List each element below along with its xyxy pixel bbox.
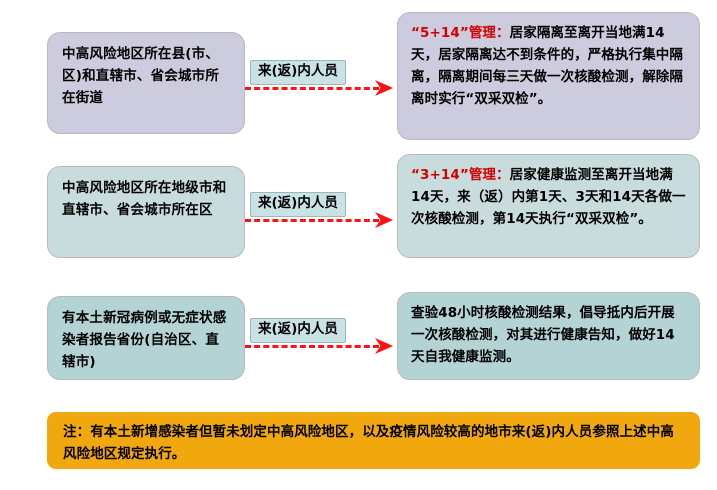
arrowhead-right-icon <box>375 80 393 96</box>
flow-row-3: 有本土新冠病例或无症状感染者报告省份(自治区、直辖市) 来(返)内人员 查验48… <box>0 292 717 382</box>
connector-label-row-2: 来(返)内人员 <box>250 192 346 217</box>
target-body-row-3: 查验48小时核酸检测结果，倡导抵内后开展一次核酸检测，对其进行健康告知，做好14… <box>411 305 675 365</box>
source-box-row-1: 中高风险地区所在县(市、区)和直辖市、省会城市所在街道 <box>47 32 245 134</box>
target-body-row-2: 居家健康监测至离开当地满14天，来（返）内第1天、3天和14天各做一次核酸检测，… <box>411 167 686 227</box>
arrowhead-right-icon <box>375 212 393 228</box>
dashed-arrow-line-icon <box>245 219 379 222</box>
flow-row-1: 中高风险地区所在县(市、区)和直辖市、省会城市所在街道 来(返)内人员 “5+1… <box>0 12 717 144</box>
target-heading-row-1: “5+14”管理： <box>411 25 510 41</box>
target-box-row-1: “5+14”管理：居家隔离至离开当地满14天，居家隔离达不到条件的，严格执行集中… <box>397 12 700 140</box>
target-heading-row-2: “3+14”管理： <box>411 167 510 183</box>
connector-label-row-3: 来(返)内人员 <box>250 318 346 343</box>
arrowhead-right-icon <box>375 338 393 354</box>
dashed-arrow-line-icon <box>245 87 379 90</box>
connector-label-row-1: 来(返)内人员 <box>250 60 346 85</box>
source-box-row-3: 有本土新冠病例或无症状感染者报告省份(自治区、直辖市) <box>47 296 245 380</box>
dashed-arrow-line-icon <box>245 345 379 348</box>
target-box-row-2: “3+14”管理：居家健康监测至离开当地满14天，来（返）内第1天、3天和14天… <box>397 154 700 258</box>
note-banner: 注：有本土新增感染者但暂未划定中高风险地区，以及疫情风险较高的地市来(返)内人员… <box>47 412 700 469</box>
flow-row-2: 中高风险地区所在地级市和直辖市、省会城市所在区 来(返)内人员 “3+14”管理… <box>0 154 717 262</box>
target-box-row-3: 查验48小时核酸检测结果，倡导抵内后开展一次核酸检测，对其进行健康告知，做好14… <box>397 292 700 380</box>
source-box-row-2: 中高风险地区所在地级市和直辖市、省会城市所在区 <box>47 166 245 258</box>
target-body-row-1: 居家隔离至离开当地满14天，居家隔离达不到条件的，严格执行集中隔离，隔离期间每三… <box>411 25 683 107</box>
